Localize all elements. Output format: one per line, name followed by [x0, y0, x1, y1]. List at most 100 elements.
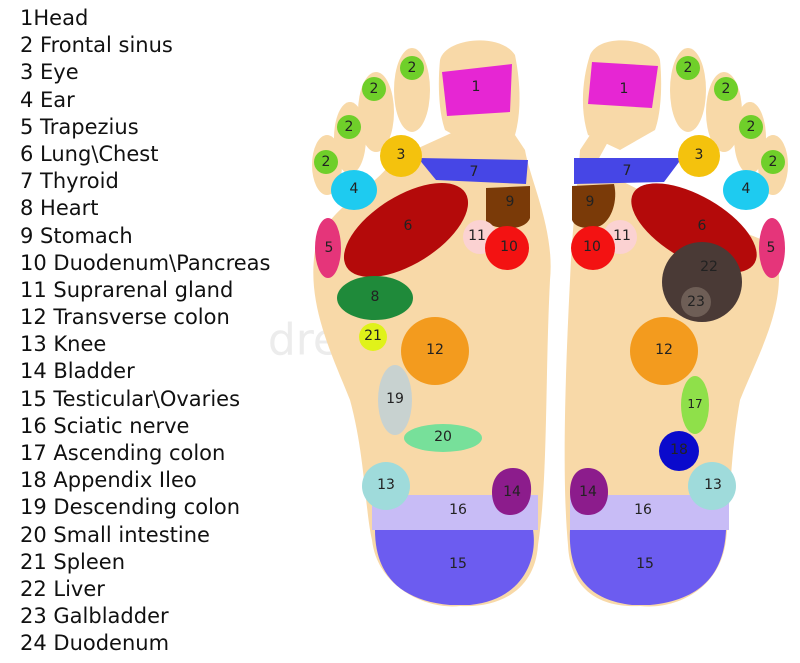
zone-stomach-left	[486, 186, 530, 229]
legend-item: 3 Eye	[20, 60, 79, 85]
zone-eye-right	[678, 135, 720, 177]
zone-label: 1	[620, 81, 629, 97]
zone-label: 2	[345, 119, 354, 135]
zone-label: 5	[325, 240, 334, 256]
right-foot: 1 2 2 2 2 7 3 4 9 6 11 10 5	[564, 40, 788, 607]
zone-bladder-right	[570, 468, 608, 515]
zone-label: 9	[506, 194, 515, 210]
zone-frontal-sinus-left	[362, 77, 386, 101]
zone-label: 2	[769, 154, 778, 170]
zone-frontal-sinus-left	[400, 56, 424, 80]
zone-label: 5	[767, 240, 776, 256]
zone-ear-right	[723, 170, 769, 210]
zone-label: 2	[747, 119, 756, 135]
legend-item: 22 Liver	[20, 576, 105, 601]
zone-galbladder-right	[681, 287, 711, 317]
left-foot: 1 2 2 2 2 7 3 4 9 6 11 10 5	[312, 40, 551, 607]
zone-label: 1	[472, 79, 481, 95]
zone-label: 21	[364, 328, 382, 344]
zone-label: 15	[449, 556, 467, 572]
zone-stomach-right	[572, 184, 616, 228]
zone-thyroid-right	[574, 158, 682, 184]
zone-eye-left	[380, 135, 422, 177]
zone-frontal-sinus-left	[337, 115, 361, 139]
zone-label: 3	[397, 147, 406, 163]
zone-label: 9	[586, 194, 595, 210]
zone-frontal-sinus-right	[714, 77, 738, 101]
zone-label: 4	[742, 181, 751, 197]
legend-item: 6 Lung\Chest	[20, 141, 159, 166]
zone-label: 11	[468, 228, 486, 244]
zone-trapezius-left	[315, 218, 341, 278]
zone-legend: 1Head 2 Frontal sinus 3 Eye 4 Ear 5 Trap…	[20, 5, 270, 658]
zone-label: 7	[623, 163, 632, 179]
legend-item: 13 Knee	[20, 332, 107, 357]
zone-heart-left	[337, 276, 413, 320]
zone-transverse-colon-left	[401, 317, 469, 385]
legend-item: 12 Transverse colon	[20, 305, 230, 330]
zone-label: 10	[583, 239, 601, 255]
zone-frontal-sinus-left	[314, 150, 338, 174]
zone-label: 17	[687, 397, 702, 411]
zone-label: 23	[687, 294, 705, 310]
zone-label: 2	[722, 81, 731, 97]
zone-label: 13	[377, 477, 395, 493]
zone-bladder-left	[492, 468, 532, 515]
zone-sciatic-nerve-right	[570, 495, 729, 530]
zone-label: 13	[704, 477, 722, 493]
zone-label: 14	[503, 484, 521, 500]
zone-frontal-sinus-right	[761, 150, 785, 174]
zone-label: 20	[434, 429, 452, 445]
legend-item: 11 Suprarenal gland	[20, 277, 234, 302]
zone-label: 6	[698, 218, 707, 234]
legend-item: 18 Appendix Ileo	[20, 468, 197, 493]
zone-label: 22	[700, 259, 718, 275]
zone-knee-left	[362, 462, 410, 510]
zone-label: 2	[684, 60, 693, 76]
zone-small-intestine-left	[404, 424, 482, 452]
zone-spleen-left	[359, 323, 387, 351]
legend-item: 24 Duodenum	[20, 631, 170, 656]
legend-item: 8 Heart	[20, 196, 99, 221]
zone-label: 2	[322, 154, 331, 170]
legend-item: 9 Stomach	[20, 223, 133, 248]
legend-item: 17 Ascending colon	[20, 441, 226, 465]
zone-thyroid-left	[418, 158, 528, 184]
zone-testicular-left	[375, 530, 534, 605]
zone-head-left	[442, 64, 512, 116]
zone-label: 19	[386, 391, 404, 407]
zone-transverse-colon-right	[630, 317, 698, 385]
zone-label: 12	[655, 342, 673, 358]
zone-knee-right	[688, 462, 736, 510]
legend-item: 19 Descending colon	[20, 495, 241, 520]
zone-duodenum-pancreas-left	[485, 226, 529, 270]
legend-item: 21 Spleen	[20, 549, 126, 574]
zone-label: 3	[695, 147, 704, 163]
zone-label: 11	[613, 228, 631, 244]
zone-label: 2	[370, 81, 379, 97]
legend-item: 20 Small intestine	[20, 522, 210, 547]
legend-item: 10 Duodenum\Pancreas	[20, 250, 271, 275]
legend-item: 15 Testicular\Ovaries	[20, 386, 241, 411]
zone-frontal-sinus-right	[676, 56, 700, 80]
zone-frontal-sinus-right	[739, 115, 763, 139]
zone-label: 12	[426, 342, 444, 358]
zone-label: 16	[449, 502, 467, 518]
zone-label: 14	[579, 484, 597, 500]
zone-ear-left	[331, 170, 377, 210]
zone-label: 15	[636, 556, 654, 572]
zone-label: 7	[470, 164, 479, 180]
legend-item: 2 Frontal sinus	[20, 33, 173, 58]
legend-item: 4 Ear	[20, 87, 75, 112]
zone-head-right	[588, 62, 658, 108]
legend-item: 1Head	[20, 6, 89, 30]
legend-item: 5 Trapezius	[20, 114, 139, 139]
zone-label: 18	[670, 442, 688, 458]
legend-item: 16 Sciatic nerve	[20, 413, 190, 438]
legend-item: 23 Galbladder	[20, 604, 169, 629]
legend-item: 14 Bladder	[20, 359, 135, 384]
zone-descending-colon-left	[378, 365, 412, 435]
zone-label: 2	[408, 60, 417, 76]
zone-trapezius-right	[759, 218, 785, 278]
